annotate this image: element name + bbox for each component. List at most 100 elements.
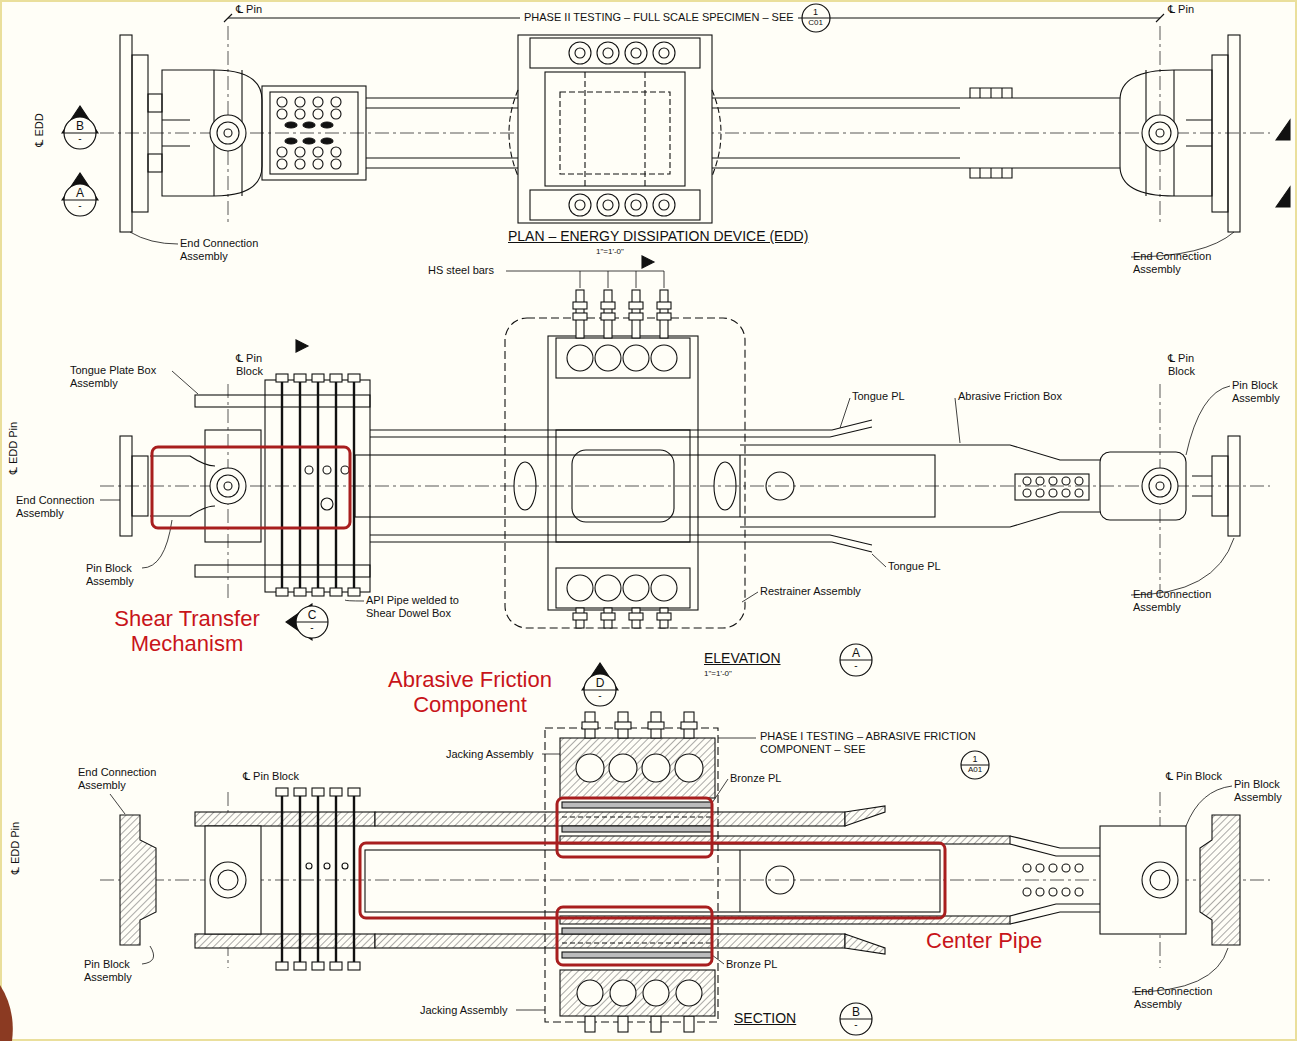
- centerline: [100, 486, 1270, 487]
- elevation-view: [321, 498, 333, 510]
- bolt-nut: [312, 374, 324, 382]
- bolt-nut: [294, 788, 306, 796]
- bolt-symbol: [295, 159, 305, 169]
- elevation-view: [1228, 436, 1240, 536]
- plan-view: [148, 94, 162, 112]
- section-view: [610, 980, 636, 1006]
- bolt-symbol: [313, 159, 323, 169]
- section-view: [562, 928, 712, 934]
- centerline-label: ℄ Pin: [236, 3, 262, 16]
- part-label: End Connection Assembly: [78, 766, 178, 792]
- bolt-nut: [312, 588, 324, 596]
- section-view: [1023, 888, 1031, 896]
- scale-note: 1"=1'-0": [704, 669, 732, 679]
- hs-steel-bar: [601, 302, 615, 309]
- section-view: [1142, 862, 1178, 898]
- part-label: End Connection Assembly: [16, 494, 116, 520]
- hs-steel-bar: [684, 1016, 694, 1032]
- elevation-view: [714, 462, 736, 510]
- section-view: [1049, 888, 1057, 896]
- section-view: [195, 934, 375, 948]
- elevation-view: [548, 336, 698, 610]
- bolt-nut: [276, 588, 288, 596]
- bubble-circle: [840, 644, 872, 676]
- elevation-view: [1015, 474, 1089, 500]
- bolt-nut: [276, 962, 288, 970]
- bolt-nut: [348, 788, 360, 796]
- plan-view: [603, 48, 613, 58]
- section-view: [1036, 888, 1044, 896]
- plan-view: [1156, 129, 1164, 137]
- hs-steel-bar: [618, 1016, 628, 1032]
- section-view: [560, 738, 715, 798]
- marker-letter: B: [76, 120, 84, 132]
- bolt-symbol: [299, 374, 301, 596]
- plan-view: [569, 42, 591, 64]
- callout-box: [152, 447, 350, 528]
- plan-view: [1149, 122, 1171, 144]
- bolt-symbol: [277, 97, 287, 107]
- bolt-symbol: [285, 122, 297, 128]
- plan-view: [625, 194, 647, 216]
- marker-letter: A: [76, 187, 84, 199]
- marker-letter: 1: [813, 8, 818, 17]
- plan-view: [575, 200, 585, 210]
- bubble-circle: [840, 1003, 872, 1035]
- elevation-view: [595, 575, 621, 601]
- elevation-view: [1036, 477, 1044, 485]
- section-marker: C-: [295, 605, 329, 639]
- elevation-view: [514, 462, 536, 510]
- callout-box: [360, 843, 945, 918]
- plan-view: [597, 194, 619, 216]
- bolt-symbol: [277, 147, 287, 157]
- elevation-view: [1023, 489, 1031, 497]
- callout-box: [557, 907, 712, 965]
- elevation-view: [505, 318, 745, 628]
- hs-steel-bar: [601, 613, 615, 620]
- elevation-view: [556, 568, 690, 608]
- plan-view: [530, 38, 700, 68]
- part-label: API Pipe welded to Shear Dowel Box: [366, 594, 476, 620]
- centerline-label: ℄ Pin Block: [1168, 352, 1218, 378]
- part-label: Bronze PL: [726, 958, 777, 971]
- part-label: Pin Block Assembly: [86, 562, 156, 588]
- section-view: [675, 754, 703, 782]
- leader-line: [542, 754, 560, 755]
- elevation-view: [556, 338, 690, 378]
- centerline-label: ℄ Pin Block: [243, 770, 299, 783]
- bolt-symbol: [321, 122, 333, 128]
- marker-letter: A: [852, 647, 860, 659]
- plan-view: [970, 88, 1012, 178]
- bolt-nut: [294, 374, 306, 382]
- plan-view: [224, 129, 232, 137]
- elevation-view: [217, 475, 239, 497]
- plan-view: [631, 48, 641, 58]
- elevation-view: [224, 482, 232, 490]
- bolt-symbol: [331, 147, 341, 157]
- marker-sheet: -: [78, 201, 81, 211]
- section-view: [642, 754, 670, 782]
- leader-line: [110, 794, 125, 814]
- section-view: [375, 934, 845, 948]
- plan-view: [625, 42, 647, 64]
- section-view: [1049, 864, 1057, 872]
- elevation-view: [341, 466, 349, 474]
- section-view: [375, 812, 845, 826]
- plan-view: [530, 190, 700, 220]
- section-view: [195, 812, 375, 826]
- section-view: [562, 802, 712, 808]
- bolt-nut: [330, 788, 342, 796]
- plan-view: [1228, 35, 1240, 232]
- part-label: Pin Block Assembly: [1234, 778, 1292, 804]
- section-view: [1036, 864, 1044, 872]
- section-arrow: [62, 106, 1290, 207]
- elevation-view: [651, 345, 677, 371]
- plan-view: [262, 86, 366, 180]
- leader-line: [742, 592, 758, 602]
- plan-view: [575, 48, 585, 58]
- plan-view: [132, 55, 148, 212]
- section-view: [1062, 864, 1070, 872]
- elevation-view: [1100, 452, 1186, 520]
- plan-view: [653, 42, 675, 64]
- section-view: [1010, 836, 1100, 924]
